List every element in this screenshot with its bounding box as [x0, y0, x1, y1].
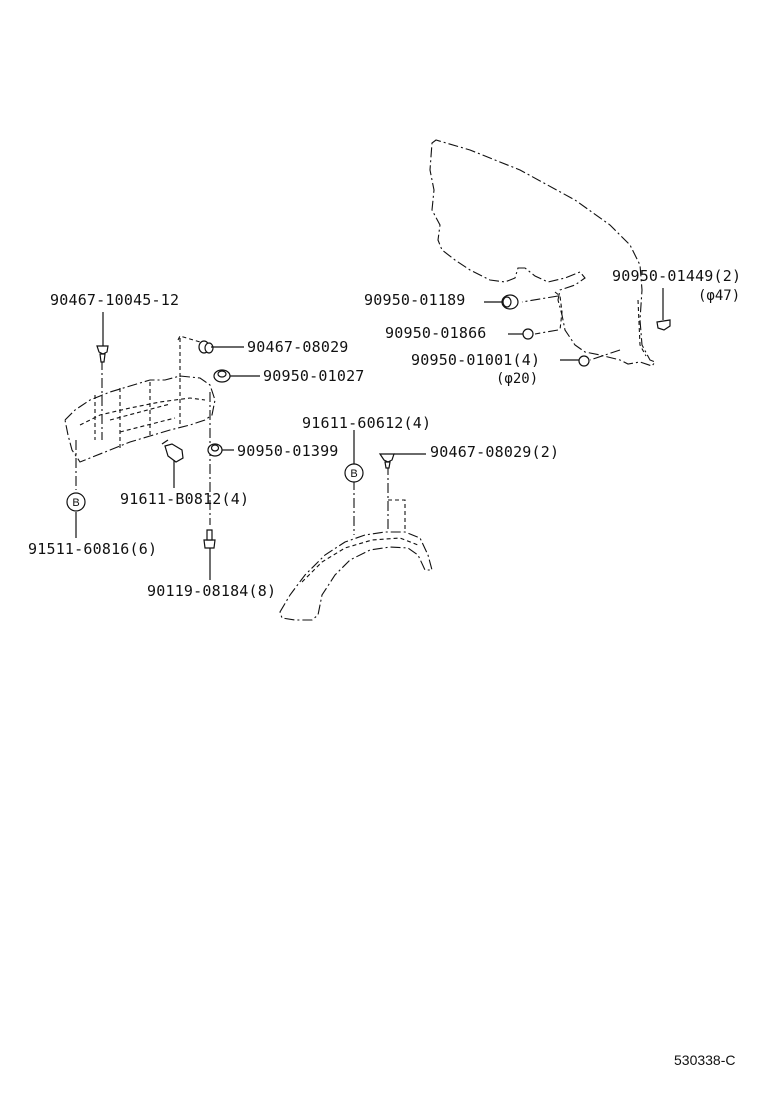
leader-lines: [75, 288, 664, 580]
part-label: 90950-01189: [364, 291, 466, 309]
part-label: 91611-60612(4): [302, 414, 431, 432]
plug-part: [501, 294, 519, 310]
screw-part: [203, 529, 216, 549]
drawing-code: 530338-C: [674, 1052, 736, 1068]
part-label: 90950-01449(2): [612, 267, 741, 285]
bolt-part: [161, 439, 184, 463]
fasteners: [96, 294, 671, 549]
ref-mark-left-text: B: [72, 497, 79, 509]
part-label: 90467-08029: [247, 338, 349, 356]
part-label: 91611-B0812(4): [120, 490, 249, 508]
fender-liner: [279, 499, 433, 621]
plug-part: [578, 355, 590, 367]
part-note: (φ20): [496, 371, 538, 387]
part-label: 90119-08184(8): [147, 582, 276, 600]
ref-mark-right: B: [344, 463, 364, 483]
mounting-lines: [75, 295, 621, 535]
part-note: (φ47): [698, 288, 740, 304]
grommet-part: [207, 443, 223, 457]
part-label: 91511-60816(6): [28, 540, 157, 558]
part-label: 90950-01027: [263, 367, 365, 385]
part-labels: 90467-10045-12 90467-08029 90950-01027 9…: [28, 267, 741, 600]
clip-part: [96, 345, 109, 363]
mudguard-outline: [429, 139, 656, 367]
part-label: 90950-01001(4): [411, 351, 540, 369]
part-label: 90950-01399: [237, 442, 339, 460]
part-label: 90950-01866: [385, 324, 487, 342]
plug-part: [522, 328, 534, 340]
clip-part: [378, 453, 395, 469]
part-label: 90467-08029(2): [430, 443, 559, 461]
engine-under-cover: [64, 335, 216, 463]
ref-mark-left: B: [66, 492, 86, 512]
ref-mark-right-text: B: [350, 468, 357, 480]
plug-part: [656, 319, 671, 331]
clip-part: [198, 340, 214, 354]
grommet-part: [213, 369, 231, 383]
part-label: 90467-10045-12: [50, 291, 179, 309]
